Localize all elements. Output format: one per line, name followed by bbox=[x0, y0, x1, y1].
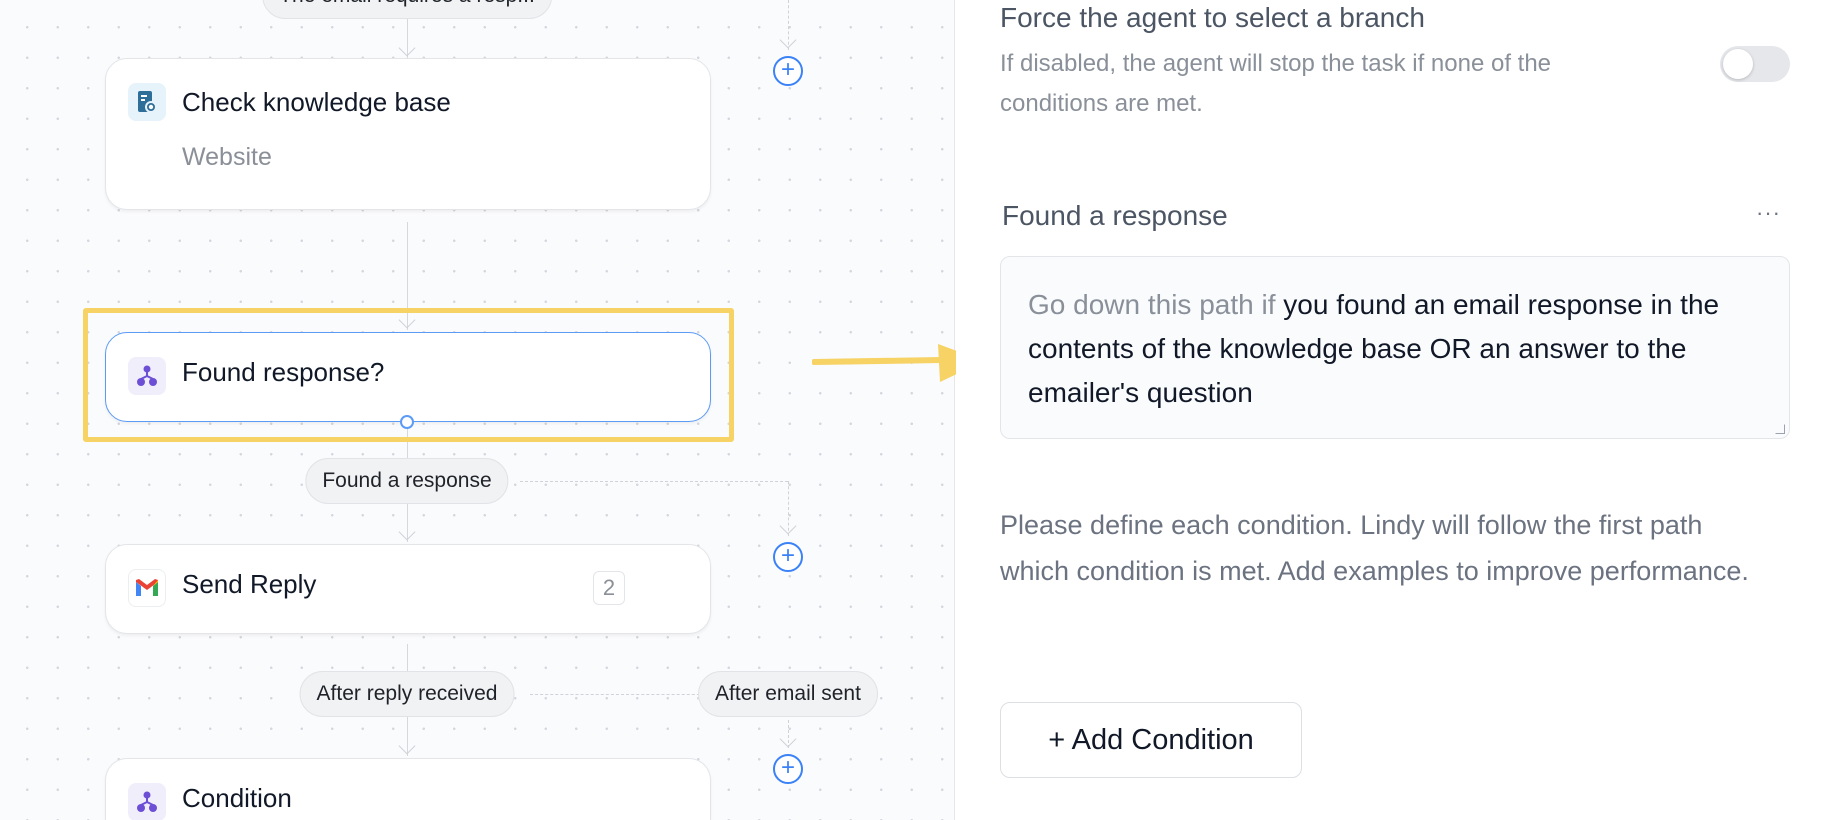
branch-pill-after-sent[interactable]: After email sent bbox=[698, 671, 878, 717]
resize-handle-icon[interactable] bbox=[1775, 424, 1785, 434]
add-condition-button[interactable]: + Add Condition bbox=[1000, 702, 1302, 778]
node-send-reply[interactable]: Send Reply 2 bbox=[105, 544, 711, 634]
node-found-response[interactable]: Found response? bbox=[105, 332, 711, 429]
node-title: Found response? bbox=[182, 357, 385, 387]
arrow-icon bbox=[398, 737, 416, 755]
force-branch-title: Force the agent to select a branch bbox=[1000, 2, 1425, 33]
node-title: Condition bbox=[182, 783, 292, 813]
condition-text: you found an email response in the conte… bbox=[1028, 289, 1720, 408]
toggle-knob bbox=[1723, 49, 1753, 79]
arrow-icon bbox=[779, 517, 797, 535]
arrow-icon bbox=[779, 31, 797, 49]
condition-settings-panel: Force the agent to select a branch If di… bbox=[956, 0, 1822, 820]
dashed-connector bbox=[788, 0, 789, 50]
arrow-icon bbox=[398, 39, 416, 57]
condition-prefix: Go down this path if bbox=[1028, 289, 1276, 320]
branch-icon bbox=[128, 357, 166, 395]
force-branch-description: If disabled, the agent will stop the tas… bbox=[1000, 50, 1552, 117]
highlight-box bbox=[83, 308, 734, 442]
branch-icon bbox=[128, 783, 166, 820]
knowledge-base-icon bbox=[128, 83, 166, 121]
dashed-connector bbox=[788, 720, 789, 748]
condition-textarea[interactable]: Go down this path if you found an email … bbox=[1000, 256, 1790, 439]
arrow-icon bbox=[398, 523, 416, 541]
branch-pill-after-reply[interactable]: After reply received bbox=[299, 671, 515, 717]
gmail-icon bbox=[128, 569, 166, 607]
node-check-knowledge-base[interactable]: Check knowledge base Website bbox=[105, 58, 711, 210]
workflow-canvas[interactable]: The email requires a resp... Check knowl… bbox=[0, 0, 955, 820]
dashed-connector bbox=[788, 481, 789, 536]
branch-pill-found-response[interactable]: Found a response bbox=[305, 458, 509, 504]
condition-name[interactable]: Found a response bbox=[1002, 200, 1228, 231]
conditions-help-text: Please define each condition. Lindy will… bbox=[1000, 510, 1749, 586]
node-subtitle: Website bbox=[182, 143, 272, 171]
node-condition[interactable]: Condition bbox=[105, 758, 711, 820]
dashed-connector bbox=[520, 481, 788, 482]
more-options-icon[interactable]: ··· bbox=[1756, 200, 1781, 225]
add-step-icon[interactable]: + bbox=[773, 754, 803, 784]
node-title: Send Reply bbox=[182, 569, 317, 599]
output-handle[interactable] bbox=[400, 415, 414, 429]
step-count-badge: 2 bbox=[593, 571, 625, 605]
connector bbox=[407, 222, 408, 330]
arrow-icon bbox=[779, 730, 797, 748]
force-branch-toggle[interactable] bbox=[1720, 46, 1790, 82]
add-step-icon[interactable]: + bbox=[773, 542, 803, 572]
dashed-connector bbox=[530, 694, 710, 695]
branch-pill-top[interactable]: The email requires a resp... bbox=[262, 0, 552, 19]
connector bbox=[407, 19, 408, 59]
add-step-icon[interactable]: + bbox=[773, 56, 803, 86]
node-title: Check knowledge base bbox=[182, 87, 451, 117]
